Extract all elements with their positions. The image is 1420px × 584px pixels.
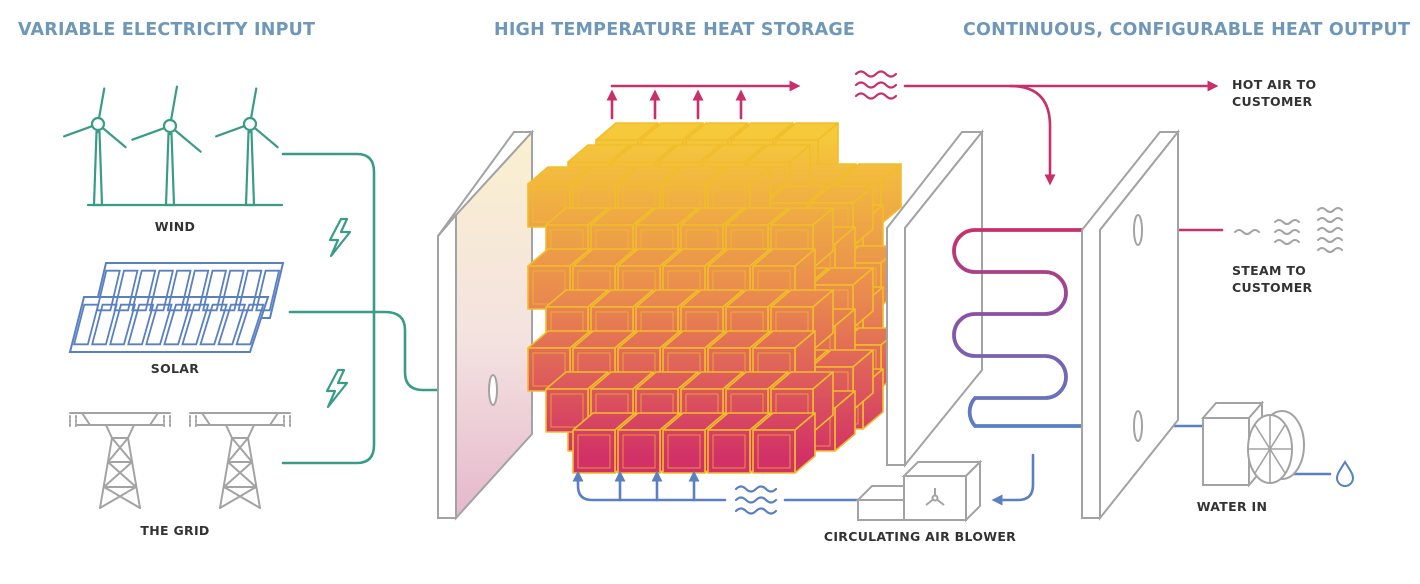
label-water-in: WATER IN [1196,499,1268,514]
water-drop-icon [1335,460,1355,487]
air-blower-icon [855,459,983,523]
label-steam-line2: CUSTOMER [1232,280,1313,295]
left-insulation-wall [437,129,535,521]
right-insulation-wall [1081,129,1181,521]
header-heat-output: CONTINUOUS, CONFIGURABLE HEAT OUTPUT [963,20,1411,40]
lightning-bolt-icon [325,217,352,409]
middle-insulation-wall [886,129,985,468]
label-solar: SOLAR [150,361,200,376]
label-hot-air: HOT AIR TO CUSTOMER [1232,76,1316,110]
wave-cool-icon [734,485,778,515]
heat-exchanger-coil [952,228,1087,428]
transmission-towers-icon [69,412,291,509]
header-electricity-input: VARIABLE ELECTRICITY INPUT [18,20,316,40]
label-the-grid: THE GRID [140,523,210,538]
label-circulating-air-blower: CIRCULATING AIR BLOWER [823,529,1017,544]
label-steam-line1: STEAM TO [1232,263,1307,278]
water-pump-icon [1200,400,1305,488]
label-wind: WIND [154,219,196,234]
steam-waves-icon [1234,207,1343,253]
wind-turbines-icon [63,85,284,207]
label-hot-air-line1: HOT AIR TO [1232,77,1317,92]
header-heat-storage: HIGH TEMPERATURE HEAT STORAGE [494,20,856,40]
label-steam: STEAM TO CUSTOMER [1232,262,1312,296]
solar-panels-icon [68,262,285,353]
label-hot-air-line2: CUSTOMER [1232,94,1313,109]
heat-storage-blocks [527,122,902,474]
wave-hot-icon [854,70,898,100]
